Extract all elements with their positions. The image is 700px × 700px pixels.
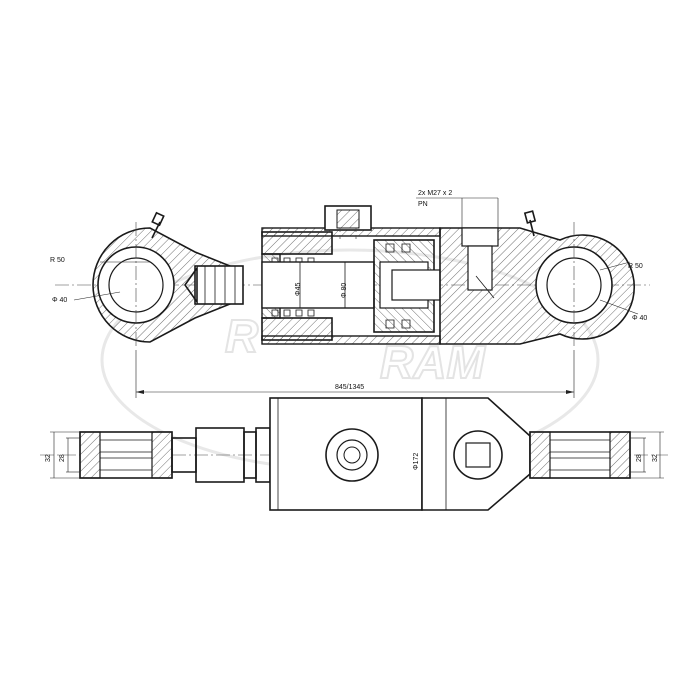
label-barrel-od: Φ172 (413, 453, 420, 470)
right-eye-side (529, 431, 631, 479)
label-stroke-length: 845/1345 (335, 384, 364, 391)
label-pin-left: Φ 40 (52, 297, 67, 304)
left-eye (92, 211, 244, 348)
top-dimensions: R 50 Φ 40 R 50 Φ 40 Φ45 Φ 80 2x M27 x 2 … (50, 190, 647, 398)
label-width-outer-left: 32 (45, 454, 52, 462)
width-dimensions: 32 28 28 32 (45, 431, 664, 479)
label-radius-right: R 50 (628, 263, 643, 270)
right-eye (439, 210, 635, 348)
label-width-outer-right: 32 (652, 454, 659, 462)
barrel-side: Φ172 (269, 397, 423, 511)
label-width-inner-left: 28 (59, 454, 66, 462)
left-eye-side (79, 427, 271, 483)
plan-view: Φ172 32 28 (40, 397, 668, 511)
label-radius-left: R 50 (50, 257, 65, 264)
label-port-code: PN (418, 201, 428, 208)
section-view: R 50 Φ 40 R 50 Φ 40 Φ45 Φ 80 2x M27 x 2 … (50, 190, 650, 398)
label-pin-right: Φ 40 (632, 315, 647, 322)
label-piston-dia: Φ 80 (341, 283, 348, 298)
label-rod-dia: Φ45 (295, 283, 302, 296)
label-port-thread: 2x M27 x 2 (418, 190, 452, 197)
watermark-left: R (225, 310, 258, 362)
label-width-inner-right: 28 (636, 454, 643, 462)
rear-cap-side (421, 397, 531, 511)
barrel (261, 205, 441, 345)
